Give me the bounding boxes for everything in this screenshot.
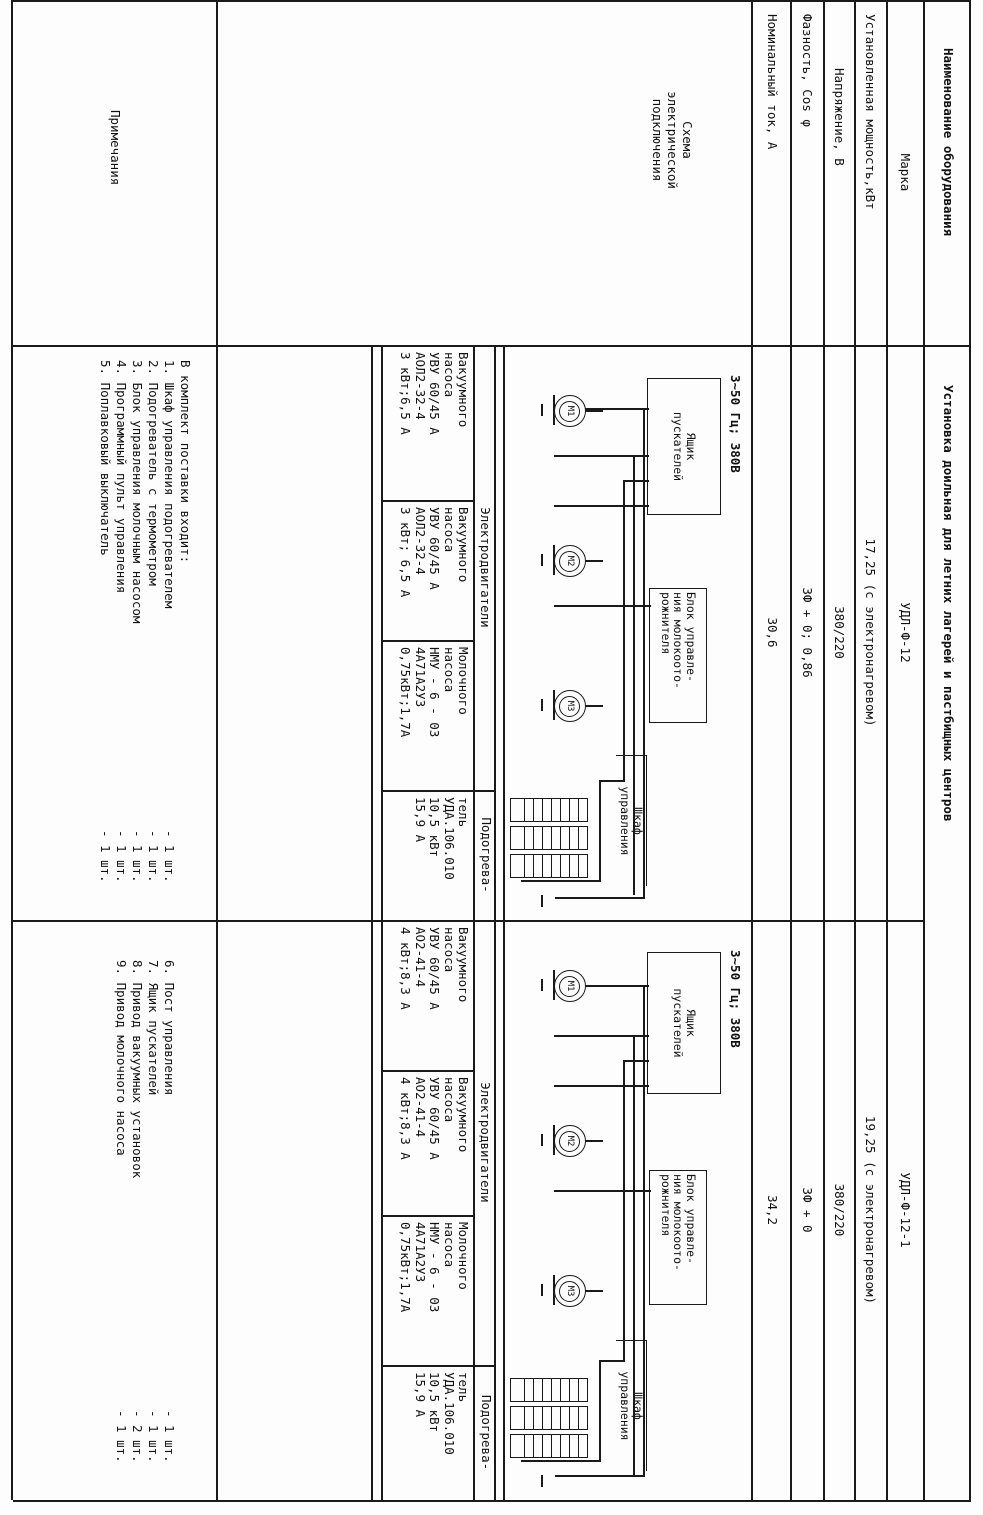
- kit-item-7: 7. Ящик пускателей: [146, 960, 161, 1096]
- kit-item-2: 2. Подогреватель с термометром: [146, 360, 161, 586]
- unit1-motor-m2-icon: M2: [554, 545, 586, 577]
- power-label: Установленная мощность,кВт: [863, 14, 878, 210]
- kit-item-9: 9. Привод молочного насоса: [114, 960, 129, 1156]
- kit-qty-5: - 1 шт.: [98, 830, 113, 883]
- unit1-heater-icon: [510, 798, 588, 822]
- current-label: Номинальный ток, А: [765, 14, 780, 150]
- kit-qty-6: - 1 шт.: [162, 1410, 177, 1463]
- kit-item-4: 4. Программный пульт управления: [114, 360, 129, 594]
- unit2-motors-header: Электродвигатели: [478, 1082, 493, 1203]
- kit-item-5: 5. Поплавковый выключатель: [98, 360, 113, 556]
- kit-qty-3: - 1 шт.: [130, 830, 145, 883]
- unit2-heater-icon: [510, 1378, 588, 1402]
- unit1-heater-header: Подогрева-: [479, 817, 494, 893]
- unit2-voltage: 380/220: [832, 1183, 847, 1237]
- kit-title: В комплект поставки входит:: [178, 360, 193, 564]
- unit2-heater-header: Подогрева-: [479, 1394, 494, 1471]
- unit2-motor-m2-icon: M2: [554, 1125, 586, 1157]
- kit-qty-8: - 2 шт.: [130, 1410, 145, 1463]
- unit1-milk-block: Блок управле-ния молокоото-рожнителя: [649, 588, 707, 723]
- kit-qty-9: - 1 шт.: [114, 1410, 129, 1463]
- unit2-phase: 3Ф + 0: [800, 1187, 815, 1233]
- kit-qty-2: - 1 шт.: [146, 830, 161, 883]
- kit-qty-7: - 1 шт.: [146, 1410, 161, 1463]
- scheme-label: Схема электрической подключения: [650, 91, 695, 189]
- kit-qty-4: - 1 шт.: [114, 830, 129, 883]
- unit2-power: 19,25 (с электронагревом): [863, 1115, 878, 1305]
- phase-label: Фазность, Cos φ: [800, 14, 815, 127]
- unit1-motors-header: Электродвигатели: [478, 507, 493, 628]
- unit1-phase: 3Ф + 0; 0,86: [800, 587, 815, 678]
- unit2-brand: УДЛ-Ф-12-1: [898, 1172, 913, 1248]
- unit1-power: 17,25 (с электронагревом): [863, 538, 878, 727]
- unit2-current: 34,2: [765, 1194, 780, 1226]
- unit2-supply-label: 3~50 Гц; 380В: [728, 950, 743, 1048]
- unit2-motor-m3-icon: M3: [554, 1275, 586, 1307]
- unit2-milk-block: Блок управле-ния молокоото-рожнителя: [649, 1170, 707, 1305]
- document-title: Установка доильная для летних лагерей и …: [941, 385, 956, 822]
- equipment-name-label: Наименование оборудования: [941, 48, 956, 237]
- unit1-voltage: 380/220: [832, 606, 847, 659]
- unit1-brand: УДЛ-Ф-12: [898, 602, 913, 663]
- kit-item-3: 3. Блок управления молочным насосом: [130, 360, 145, 624]
- unit1-motor-m3-icon: M3: [554, 690, 586, 722]
- unit1-motor-m1-icon: M1: [554, 395, 586, 427]
- kit-item-6: 6. Пост управления: [162, 960, 177, 1096]
- kit-qty-1: - 1 шт.: [162, 830, 177, 883]
- voltage-label: Напряжение, В: [832, 68, 847, 166]
- unit2-motor-m1-icon: M1: [554, 970, 586, 1002]
- unit1-current: 30,6: [765, 617, 780, 648]
- brand-label: Марка: [898, 153, 913, 192]
- notes-label: Примечания: [108, 110, 123, 186]
- kit-item-1: 1. Шкаф управления подогревателем: [162, 360, 177, 609]
- kit-item-8: 8. Привод вакуумных установок: [130, 960, 145, 1179]
- unit1-supply-label: 3~50 Гц; 380В: [728, 375, 743, 473]
